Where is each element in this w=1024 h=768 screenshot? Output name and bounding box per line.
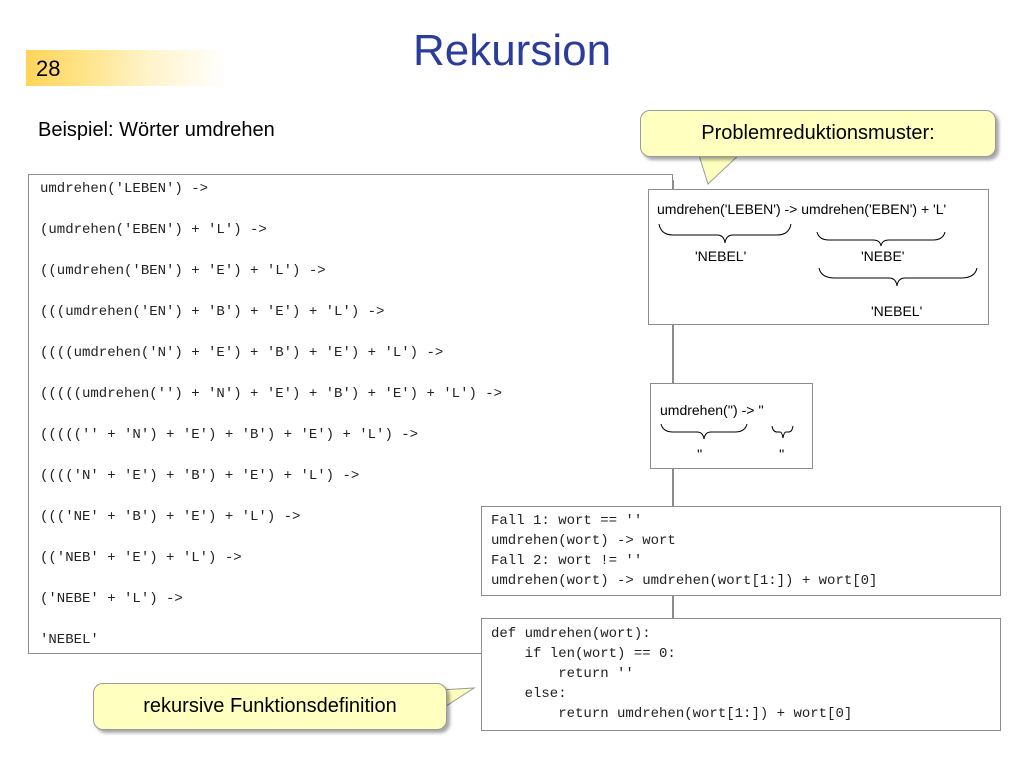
callout-problem-pattern: Problemreduktionsmuster: (640, 110, 996, 157)
pattern-label-bottom: 'NEBEL' (871, 303, 923, 319)
code-panel: def umdrehen(wort): if len(wort) == 0: r… (481, 618, 1001, 731)
case-line: Fall 1: wort == '' (491, 513, 643, 529)
trace-line: ((('NE' + 'B') + 'E') + 'L') -> (40, 509, 301, 525)
case-line: umdrehen(wort) -> wort (491, 533, 676, 549)
pattern-panel-base: umdrehen('') -> '' '' '' (650, 383, 813, 469)
base-brace-group (660, 423, 794, 440)
callout-recursive-definition-text: rekursive Funktionsdefinition (143, 695, 397, 717)
pattern-label-left: 'NEBEL' (695, 248, 747, 264)
code-line: return '' (491, 666, 634, 682)
pattern-panel-recursive: umdrehen('LEBEN') -> umdrehen('EBEN') + … (648, 189, 989, 325)
subtitle: Beispiel: Wörter umdrehen (38, 119, 275, 141)
base-label-left: '' (697, 446, 703, 462)
trace-line: (('NEB' + 'E') + 'L') -> (40, 550, 242, 566)
slide-number: 28 (36, 56, 61, 81)
slide-number-bar (26, 50, 226, 86)
brace-group (658, 223, 978, 287)
cases-panel: Fall 1: wort == '' umdrehen(wort) -> wor… (481, 506, 1001, 596)
trace-line: (((umdrehen('EN') + 'B') + 'E') + 'L') -… (40, 304, 385, 320)
callout-problem-pattern-text: Problemreduktionsmuster: (701, 122, 935, 144)
callout-tail-top (697, 152, 743, 185)
brace-bottom (818, 267, 978, 287)
trace-line: ((umdrehen('BEN') + 'E') + 'L') -> (40, 263, 326, 279)
base-brace-right (771, 425, 794, 439)
code-line: return umdrehen(wort[1:]) + wort[0] (491, 706, 853, 722)
pattern-formula: umdrehen('LEBEN') -> umdrehen('EBEN') + … (657, 201, 947, 217)
code-line: else: (491, 686, 567, 702)
base-brace-left (660, 423, 748, 440)
trace-line: ((((umdrehen('N') + 'E') + 'B') + 'E') +… (40, 345, 444, 361)
slide-title: Rekursion (412, 26, 612, 75)
trace-line: 'NEBEL' (40, 632, 99, 648)
trace-line: ((((('' + 'N') + 'E') + 'B') + 'E') + 'L… (40, 427, 419, 443)
case-line: umdrehen(wort) -> umdrehen(wort[1:]) + w… (491, 573, 878, 589)
trace-line: (umdrehen('EBEN') + 'L') -> (40, 222, 267, 238)
trace-line: (((('N' + 'E') + 'B') + 'E') + 'L') -> (40, 468, 360, 484)
base-label-right: '' (779, 446, 785, 462)
pattern-label-mid: 'NEBE' (861, 248, 905, 264)
callout-tail-bottom (440, 687, 476, 711)
callout-recursive-definition: rekursive Funktionsdefinition (93, 683, 447, 730)
code-line: if len(wort) == 0: (491, 646, 676, 662)
case-line: Fall 2: wort != '' (491, 553, 643, 569)
trace-line: ('NEBE' + 'L') -> (40, 591, 183, 607)
brace-mid (816, 231, 946, 247)
trace-line: (((((umdrehen('') + 'N') + 'E') + 'B') +… (40, 386, 503, 402)
brace-left (658, 223, 792, 244)
base-formula: umdrehen('') -> '' (660, 402, 764, 418)
code-line: def umdrehen(wort): (491, 626, 651, 642)
trace-line: umdrehen('LEBEN') -> (40, 181, 209, 197)
